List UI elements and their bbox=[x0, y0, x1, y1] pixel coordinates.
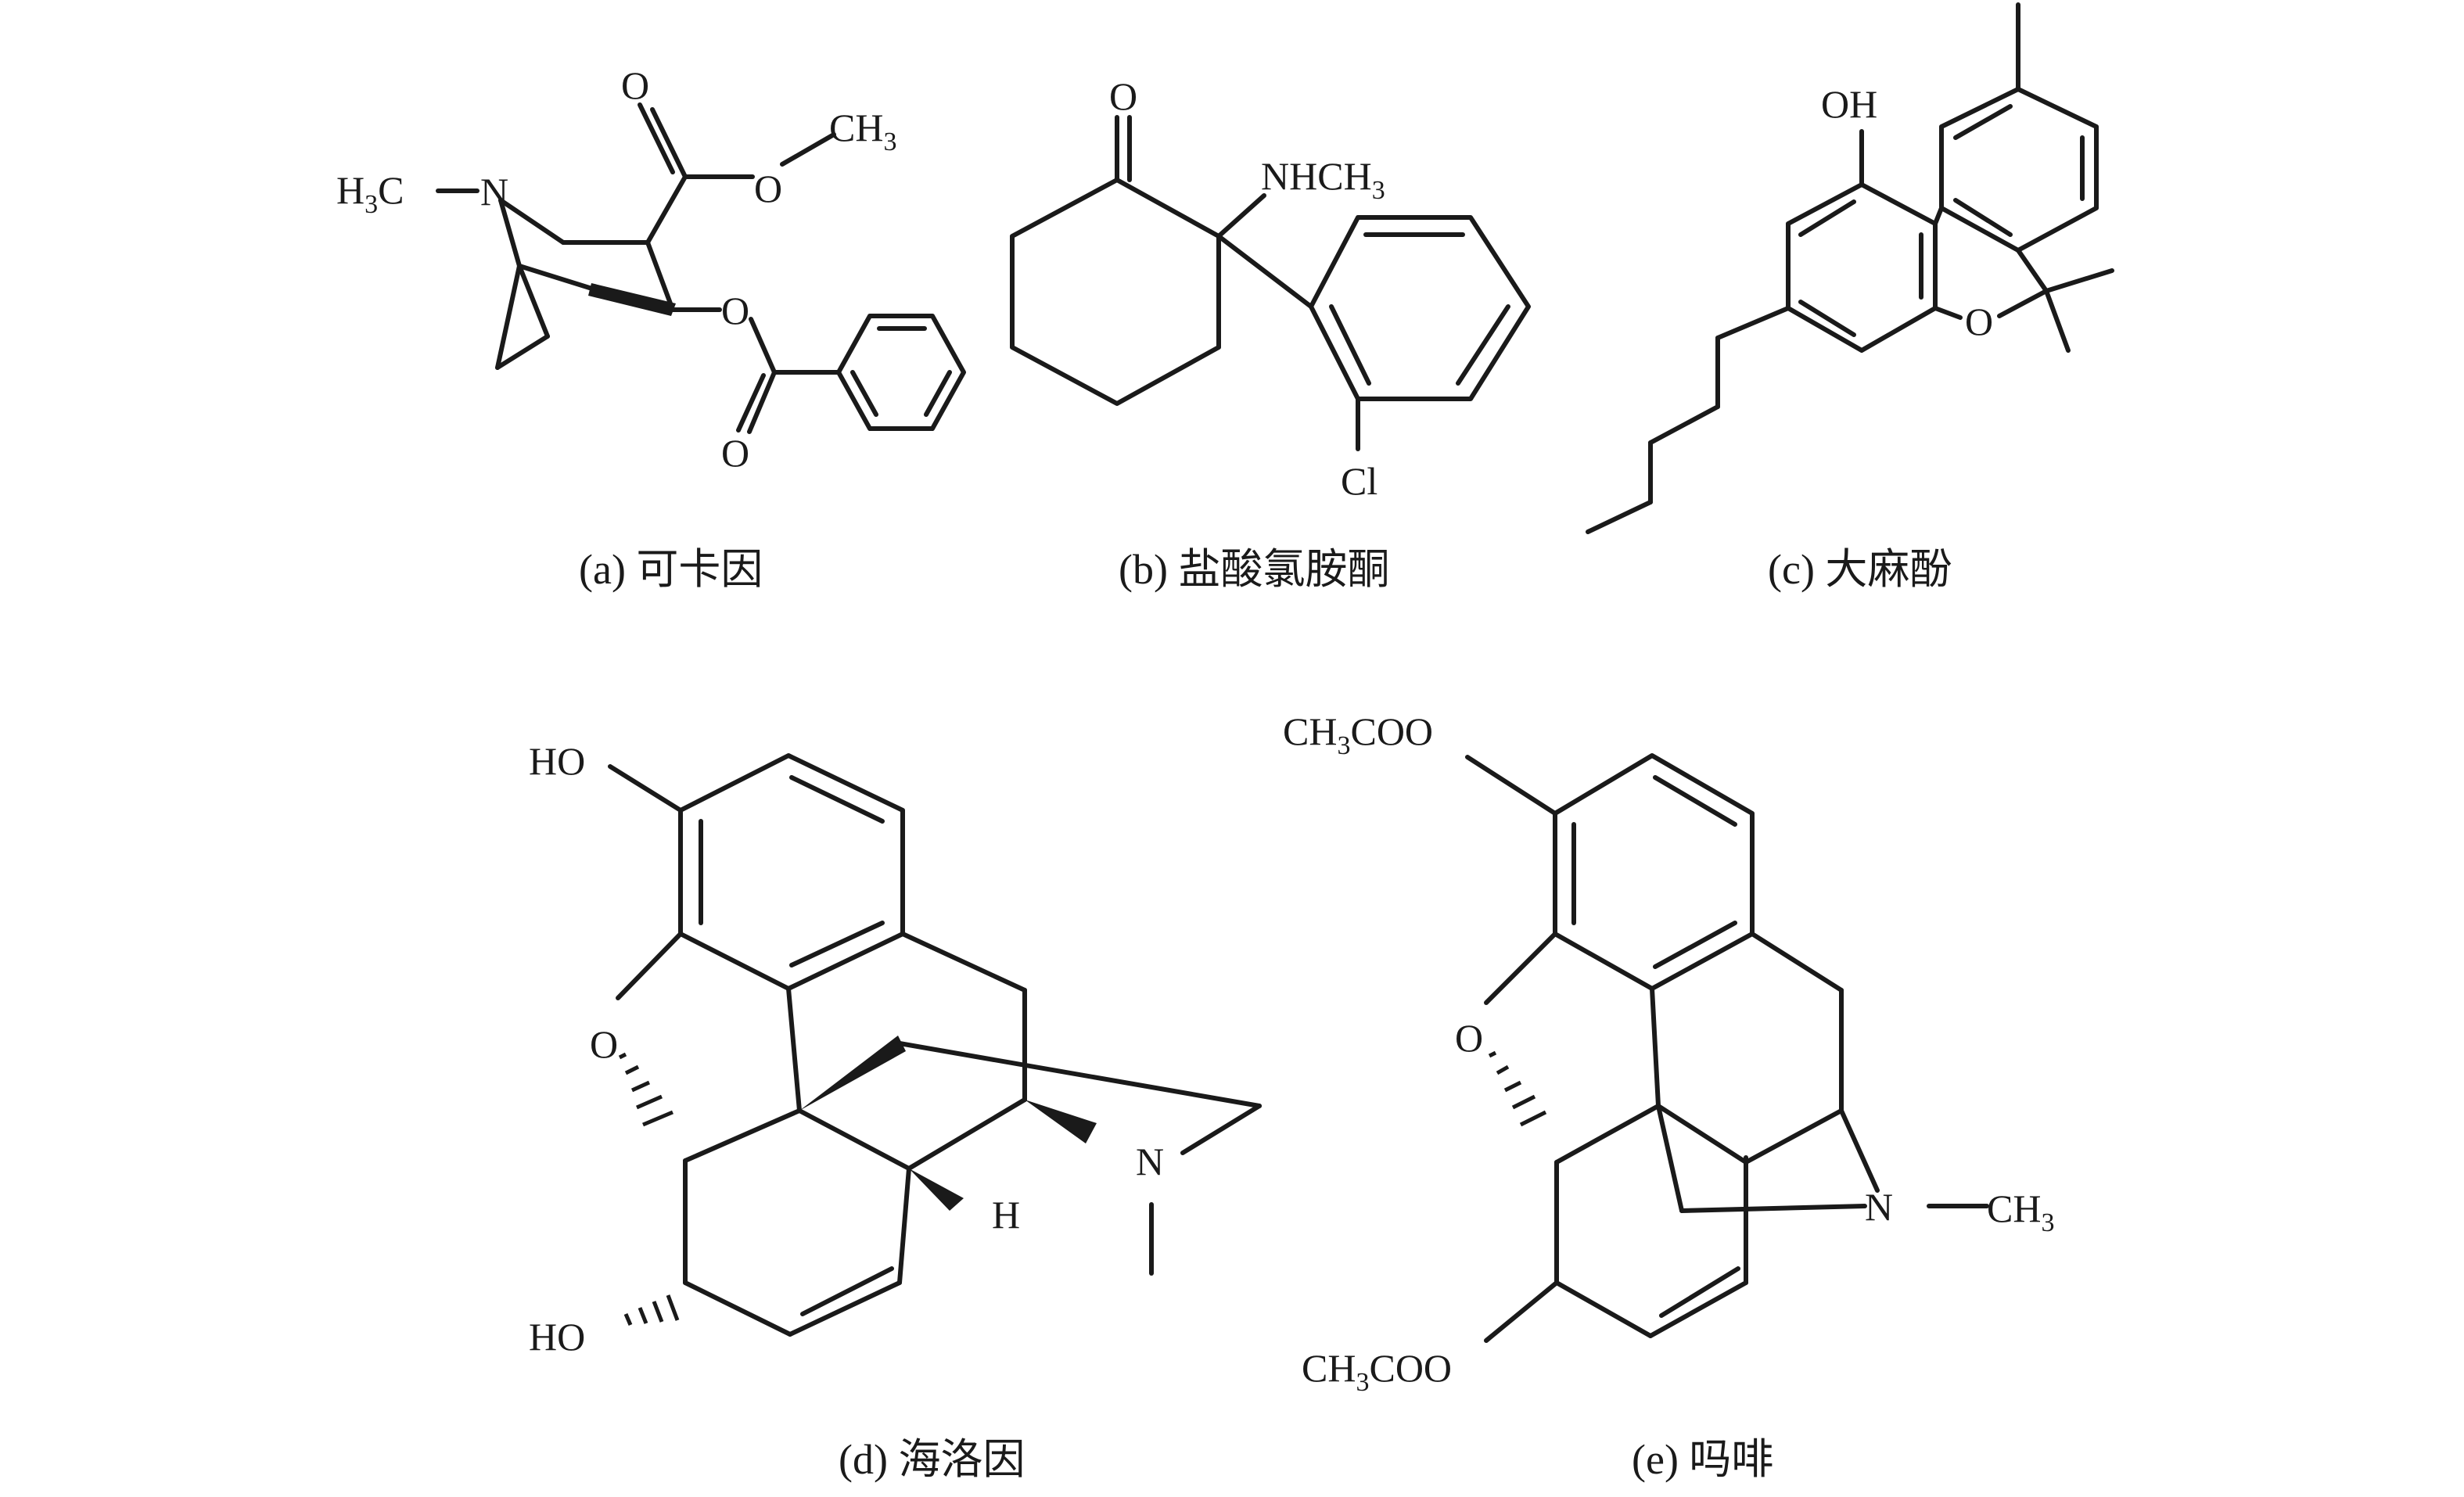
structure-a: H3C N O O CH3 O O (a) 可卡因 bbox=[336, 63, 966, 593]
atom-label-o-benzoate: O bbox=[721, 289, 749, 332]
atoms-d: HO O N H HO bbox=[529, 739, 1164, 1359]
caption-c: (c) 大麻酚 bbox=[1768, 546, 1952, 593]
atom-label-n: N bbox=[1136, 1140, 1164, 1183]
atom-label-o-ketone: O bbox=[1109, 74, 1137, 118]
atom-label-cl: Cl bbox=[1341, 459, 1377, 503]
atom-label-n-e: N bbox=[1865, 1185, 1893, 1229]
atom-label-ch3coo-bottom: CH3COO bbox=[1302, 1346, 1452, 1397]
bonds-a bbox=[436, 102, 966, 434]
atom-label-nhch3: NHCH3 bbox=[1261, 154, 1385, 205]
caption-b: (b) 盐酸氯胺酮 bbox=[1119, 546, 1389, 593]
atoms-c: OH O bbox=[1821, 82, 1993, 343]
hash-bond-o-e bbox=[1488, 1050, 1547, 1127]
atom-label-o-ring: O bbox=[1965, 300, 1993, 343]
atom-label-ho-top: HO bbox=[529, 739, 585, 783]
atom-label-ch3-n: CH3 bbox=[1987, 1186, 2054, 1237]
atom-label-h: H bbox=[992, 1193, 1020, 1237]
bonds-d bbox=[608, 753, 1262, 1337]
atom-label-h3c: H3C bbox=[336, 168, 404, 219]
atom-label-o-benzoyl: O bbox=[721, 431, 749, 475]
atoms-e: CH3COO O N CH3 CH3COO bbox=[1283, 709, 2054, 1397]
hash-bond-ho bbox=[623, 1294, 680, 1326]
structure-e: CH3COO O N CH3 CH3COO (e) 吗啡 bbox=[1283, 709, 2054, 1483]
atoms-b: O NHCH3 Cl bbox=[1109, 74, 1385, 503]
atom-label-o-ester: O bbox=[754, 167, 782, 210]
caption-d: (d) 海洛因 bbox=[839, 1436, 1025, 1483]
atom-label-o-bridge: O bbox=[590, 1022, 618, 1066]
structure-d: HO O N H HO (d) 海洛因 bbox=[529, 739, 1262, 1483]
caption-a: (a) 可卡因 bbox=[579, 546, 763, 593]
structure-c: OH O (c) 大麻酚 bbox=[1586, 2, 2114, 593]
caption-e: (e) 吗啡 bbox=[1632, 1436, 1773, 1483]
atom-label-n: N bbox=[480, 170, 508, 214]
hash-bond-o bbox=[618, 1052, 673, 1127]
bonds-b bbox=[1010, 115, 1531, 451]
atoms-a: H3C N O O CH3 O O bbox=[336, 63, 896, 475]
atom-label-ch3coo-top: CH3COO bbox=[1283, 709, 1433, 760]
atom-label-ch3-ester: CH3 bbox=[829, 106, 896, 156]
bonds-c bbox=[1586, 2, 2114, 534]
atom-label-ho-bottom: HO bbox=[529, 1315, 585, 1359]
bonds-e bbox=[1465, 753, 1989, 1343]
structure-b: O NHCH3 Cl (b) 盐酸氯胺酮 bbox=[1010, 74, 1531, 593]
atom-label-o-carbonyl: O bbox=[621, 63, 649, 107]
atom-label-o-bridge-e: O bbox=[1455, 1016, 1483, 1060]
atom-label-oh: OH bbox=[1821, 82, 1877, 126]
